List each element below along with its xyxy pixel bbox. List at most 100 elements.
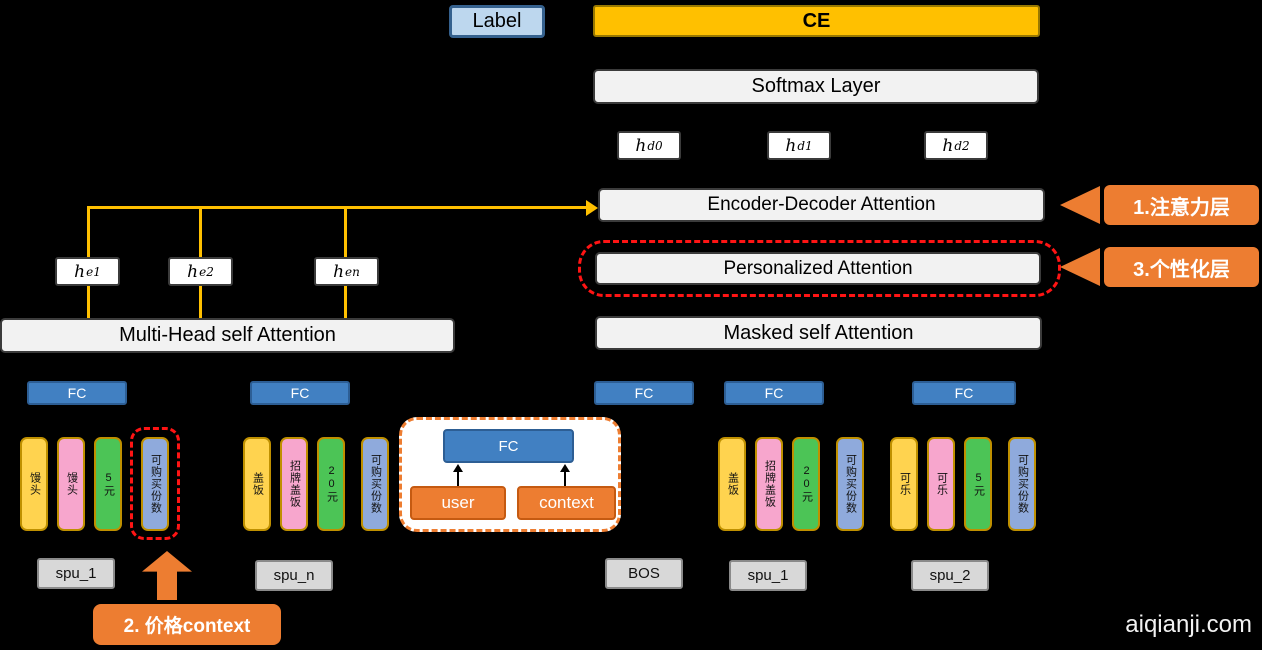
token-label: 20元 (800, 465, 813, 503)
hd0-sub: d0 (647, 138, 663, 153)
token-label: 馒头 (28, 472, 41, 496)
token-label: 盖饭 (726, 472, 739, 496)
token-bar: 可购买份数 (361, 437, 389, 531)
context-fc-text: FC (498, 437, 519, 455)
bos-text: BOS (628, 565, 660, 582)
token-label: 招牌盖饭 (763, 460, 776, 508)
token-bar-price-count: 可购买份数 (141, 437, 169, 531)
token-bar: 5元 (94, 437, 122, 531)
token-bar: 可乐 (890, 437, 918, 531)
fc-box-5: FC (912, 381, 1016, 405)
price-context-text: 2. 价格context (123, 616, 251, 637)
arrow-left-attention-icon (1060, 186, 1100, 224)
hen-sub: en (345, 264, 360, 279)
spu1b-text: spu_1 (747, 567, 789, 584)
spu-label-2: spu_2 (911, 560, 989, 591)
label-text: Label (472, 10, 522, 32)
masked-attention-box: Masked self Attention (595, 316, 1042, 350)
personalized-attention-box: Personalized Attention (595, 252, 1041, 285)
personalized-highlight-dashed (578, 240, 1061, 297)
token-label: 可购买份数 (1016, 454, 1029, 514)
fc-box-1: FC (27, 381, 127, 405)
annotation-personalized-layer: 3.个性化层 (1104, 247, 1259, 287)
personalized-attention-text: Personalized Attention (723, 257, 913, 279)
token-bar: 可购买份数 (836, 437, 864, 531)
spu1-text: spu_1 (55, 565, 97, 582)
token-label: 可乐 (935, 472, 948, 496)
bos-box: BOS (605, 558, 683, 589)
token-bar: 20元 (317, 437, 345, 531)
context-fc-box: FC (443, 429, 574, 463)
watermark-text: aiqianji.com (1125, 611, 1252, 638)
fc-box-3: FC (594, 381, 694, 405)
spu-label-1: spu_1 (37, 558, 115, 589)
token-label: 20元 (325, 465, 338, 503)
he2-base: h (187, 261, 199, 282)
spun-text: spu_n (273, 567, 315, 584)
fc4-text: FC (764, 385, 784, 401)
token-bar: 馒头 (20, 437, 48, 531)
masked-attention-text: Masked self Attention (723, 321, 914, 344)
user-box: user (410, 486, 506, 520)
he1-base: h (74, 261, 86, 282)
annotation-price-context: 2. 价格context (93, 604, 281, 645)
arrow-up-user-icon (453, 464, 463, 486)
token-label: 可乐 (898, 472, 911, 496)
softmax-text: Softmax Layer (751, 75, 881, 97)
token-bar: 20元 (792, 437, 820, 531)
token-bar: 5元 (964, 437, 992, 531)
token-label: 5元 (972, 471, 985, 497)
annotation-attention-layer: 1.注意力层 (1104, 185, 1259, 225)
fc3-text: FC (634, 385, 654, 401)
multihead-attention-text: Multi-Head self Attention (119, 324, 336, 346)
encoder-attention-connector-line (87, 206, 587, 209)
token-bar: 招牌盖饭 (755, 437, 783, 531)
softmax-layer-box: Softmax Layer (593, 69, 1039, 104)
token-label: 可购买份数 (369, 454, 382, 514)
fc-box-2: FC (250, 381, 350, 405)
hd0-base: h (635, 135, 647, 156)
he1-sub: e1 (86, 264, 101, 279)
token-group-3: 盖饭 招牌盖饭 20元 可购买份数 (718, 437, 864, 531)
token-bar: 盖饭 (243, 437, 271, 531)
hd1-base: h (785, 135, 797, 156)
spu2-text: spu_2 (929, 567, 971, 584)
token-label: 馒头 (65, 472, 78, 496)
arrow-left-personalized-icon (1060, 248, 1100, 286)
token-label: 可购买份数 (844, 454, 857, 514)
token-group-1: 馒头 馒头 5元 可购买份数 (20, 437, 169, 531)
token-bar: 可购买份数 (1008, 437, 1036, 531)
token-bar: 可乐 (927, 437, 955, 531)
context-box: context (517, 486, 616, 520)
enc-dec-attention-text: Encoder-Decoder Attention (707, 194, 936, 215)
fc2-text: FC (290, 385, 310, 401)
arrow-up-icon (142, 551, 192, 600)
hen-base: h (333, 261, 345, 282)
ce-text: CE (802, 9, 831, 32)
spu-label-n: spu_n (255, 560, 333, 591)
hd1-sub: d1 (797, 138, 813, 153)
token-bar: 盖饭 (718, 437, 746, 531)
context-text: context (539, 493, 594, 512)
user-text: user (441, 493, 475, 512)
token-label: 盖饭 (251, 472, 264, 496)
token-group-2: 盖饭 招牌盖饭 20元 可购买份数 (243, 437, 389, 531)
arrow-up-context-icon (560, 464, 570, 486)
ce-box: CE (593, 5, 1040, 37)
hd2-sub: d2 (954, 138, 970, 153)
encoder-decoder-attention-box: Encoder-Decoder Attention (598, 188, 1045, 222)
watermark: aiqianji.com (1125, 611, 1252, 639)
fc-box-4: FC (724, 381, 824, 405)
label-box: Label (449, 5, 545, 38)
personalized-layer-text: 3.个性化层 (1133, 258, 1230, 281)
spu-label-1b: spu_1 (729, 560, 807, 591)
context-module: FC user context (399, 417, 621, 532)
attention-layer-text: 1.注意力层 (1133, 196, 1230, 219)
token-bar: 馒头 (57, 437, 85, 531)
fc1-text: FC (67, 385, 87, 401)
